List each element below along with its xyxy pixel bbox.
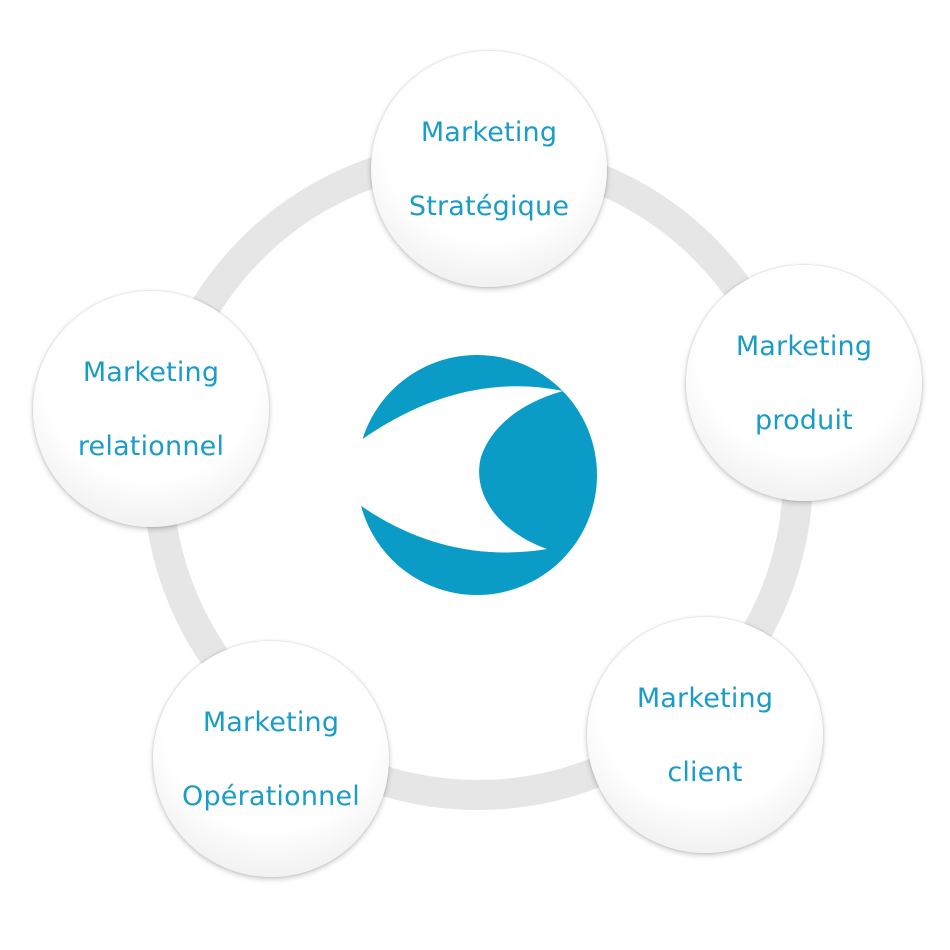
node-label: Marketing Stratégique [409,77,569,262]
node-label-line2: relationnel [77,430,225,462]
node-label-line2: client [667,756,743,788]
swoosh-logo-icon [357,355,597,595]
node-label: Marketing client [637,643,773,828]
node-label-line2: produit [755,404,853,436]
node-label-line1: Marketing [735,330,873,362]
node-marketing-client: Marketing client [587,617,823,853]
node-marketing-operationnel: Marketing Opérationnel [153,641,389,877]
node-label-line1: Marketing [82,356,220,388]
node-label-line1: Marketing [420,116,558,148]
node-label-line2: Stratégique [408,190,570,222]
node-label-line1: Marketing [202,706,340,738]
node-marketing-strategique: Marketing Stratégique [371,51,607,287]
node-label-line2: Opérationnel [182,780,360,812]
node-label: Marketing relationnel [78,317,224,502]
node-label: Marketing Opérationnel [182,667,360,852]
node-label: Marketing produit [736,291,872,476]
node-marketing-relationnel: Marketing relationnel [33,291,269,527]
node-label-line1: Marketing [636,682,774,714]
node-marketing-produit: Marketing produit [686,265,922,501]
